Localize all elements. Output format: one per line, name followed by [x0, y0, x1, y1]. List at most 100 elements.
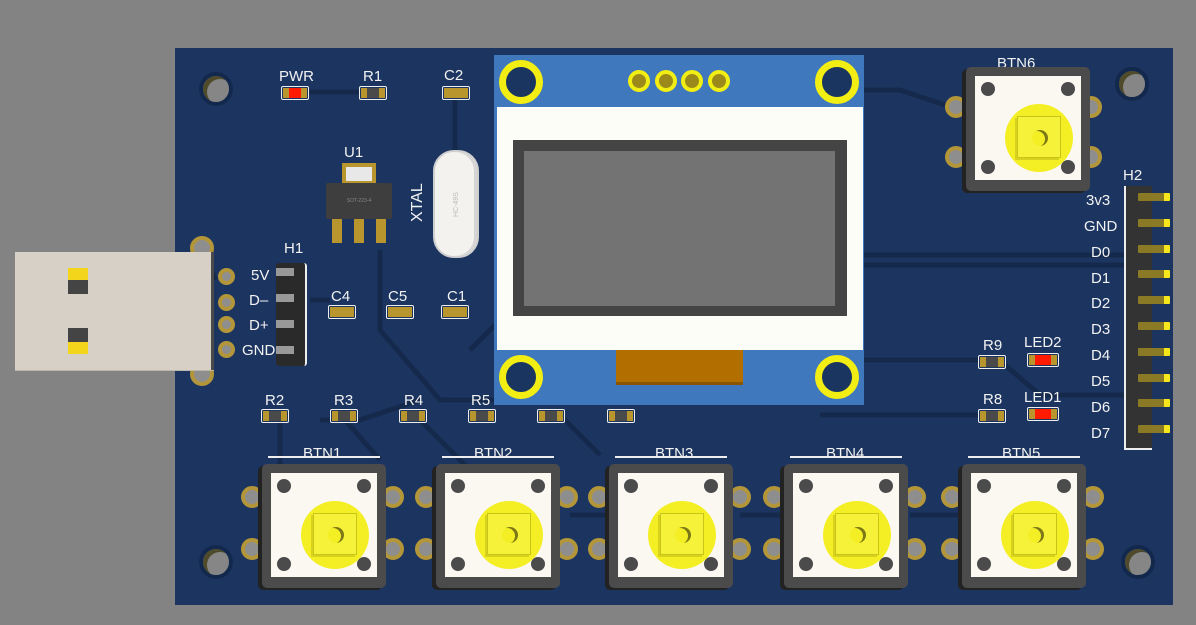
- label-c2: C2: [444, 67, 464, 84]
- silk-outline: [790, 456, 902, 458]
- silk-outline: [968, 456, 1080, 458]
- h2-pin-label: D2: [1091, 295, 1111, 312]
- h2-pin: [1138, 373, 1170, 382]
- h2-pin-label: D6: [1091, 399, 1111, 416]
- capacitor-c4[interactable]: [328, 305, 356, 319]
- button-btn3[interactable]: [609, 456, 733, 588]
- h2-pin: [1138, 425, 1170, 434]
- label-btn3: BTN3: [655, 445, 694, 462]
- button-cap: [475, 501, 543, 569]
- h2-pin-label: D0: [1091, 244, 1111, 261]
- h2-pin: [1138, 399, 1170, 408]
- silk-outline: [615, 456, 727, 458]
- h2-pin-label: D3: [1091, 321, 1111, 338]
- button-leg-pad: [941, 486, 963, 508]
- usb-pin-2: [218, 294, 235, 311]
- resistor-r9[interactable]: [978, 355, 1006, 369]
- label-r1: R1: [363, 68, 383, 85]
- h2-pin-label: 3v3: [1086, 192, 1111, 209]
- mounting-hole-top-right: [1115, 67, 1149, 101]
- h2-pin-label: D7: [1091, 425, 1111, 442]
- button-cap: [823, 501, 891, 569]
- capacitor-c2[interactable]: [442, 86, 470, 100]
- label-btn2: BTN2: [474, 445, 513, 462]
- button-leg-pad: [588, 486, 610, 508]
- label-r4: R4: [404, 392, 424, 409]
- label-r3: R3: [334, 392, 354, 409]
- button-btn6[interactable]: [966, 67, 1090, 191]
- label-h2: H2: [1123, 167, 1143, 184]
- button-cap: [648, 501, 716, 569]
- mounting-hole-bottom-left: [199, 545, 233, 579]
- h2-pin-label: D4: [1091, 347, 1111, 364]
- h1-pin-label: D–: [249, 292, 269, 309]
- pwr-led[interactable]: [281, 86, 309, 100]
- button-leg-pad: [241, 486, 263, 508]
- usb-pin-3: [218, 316, 235, 333]
- button-btn4[interactable]: [784, 456, 908, 588]
- h2-pin: [1138, 296, 1170, 305]
- led1[interactable]: [1027, 407, 1059, 421]
- capacitor-c1[interactable]: [441, 305, 469, 319]
- h1-pin-label: D+: [249, 317, 269, 334]
- usb-pin-1: [218, 268, 235, 285]
- resistor-r1[interactable]: [359, 86, 387, 100]
- h2-pin: [1138, 347, 1170, 356]
- h2-pin-label: D5: [1091, 373, 1111, 390]
- mounting-hole-bottom-right: [1121, 545, 1155, 579]
- usb-a-connector[interactable]: [15, 252, 214, 370]
- label-btn4: BTN4: [826, 445, 865, 462]
- label-r8: R8: [983, 391, 1003, 408]
- button-leg-pad: [588, 538, 610, 560]
- button-leg-pad: [763, 486, 785, 508]
- label-c5: C5: [388, 288, 408, 305]
- button-btn5[interactable]: [962, 456, 1086, 588]
- mounting-hole-top-left: [199, 72, 233, 106]
- button-cap: [301, 501, 369, 569]
- h1-pin-label: 5V: [251, 267, 270, 284]
- oled-pin: [655, 70, 677, 92]
- h2-pin: [1138, 218, 1170, 227]
- regulator-u1[interactable]: SOT-223-4: [326, 183, 392, 219]
- button-leg-pad: [415, 486, 437, 508]
- xtal-marking: HC-49S: [452, 191, 460, 217]
- oled-mount-hole: [499, 60, 543, 104]
- button-cap: [1005, 104, 1073, 172]
- resistor-r4[interactable]: [399, 409, 427, 423]
- resistor-r5[interactable]: [468, 409, 496, 423]
- u1-marking: SOT-223-4: [346, 198, 372, 204]
- h2-pin: [1138, 244, 1170, 253]
- label-h1: H1: [284, 240, 304, 257]
- oled-mount-hole: [815, 60, 859, 104]
- label-r5: R5: [471, 392, 491, 409]
- label-pwr: PWR: [279, 68, 314, 85]
- resistor-r7[interactable]: [607, 409, 635, 423]
- oled-display-area: [524, 151, 835, 306]
- button-leg-pad: [763, 538, 785, 560]
- button-leg-pad: [241, 538, 263, 560]
- button-leg-pad: [415, 538, 437, 560]
- oled-pin: [708, 70, 730, 92]
- h2-pin: [1138, 322, 1170, 330]
- capacitor-c5[interactable]: [386, 305, 414, 319]
- resistor-r6[interactable]: [537, 409, 565, 423]
- oled-pin: [628, 70, 650, 92]
- resistor-r8[interactable]: [978, 409, 1006, 423]
- button-btn2[interactable]: [436, 456, 560, 588]
- usb-pin-4: [218, 341, 235, 358]
- label-c4: C4: [331, 288, 351, 305]
- label-c1: C1: [447, 288, 467, 305]
- button-btn1[interactable]: [262, 456, 386, 588]
- label-r2: R2: [265, 392, 285, 409]
- crystal-xtal[interactable]: HC-49S: [433, 150, 479, 258]
- h2-pin-label: GND: [1084, 218, 1118, 235]
- label-xtal: XTAL: [409, 183, 426, 222]
- h2-pin: [1138, 270, 1170, 279]
- label-u1: U1: [344, 144, 364, 161]
- oled-mount-hole: [815, 355, 859, 399]
- label-led1: LED1: [1024, 389, 1062, 406]
- resistor-r3[interactable]: [330, 409, 358, 423]
- resistor-r2[interactable]: [261, 409, 289, 423]
- led2[interactable]: [1027, 353, 1059, 367]
- label-r9: R9: [983, 337, 1003, 354]
